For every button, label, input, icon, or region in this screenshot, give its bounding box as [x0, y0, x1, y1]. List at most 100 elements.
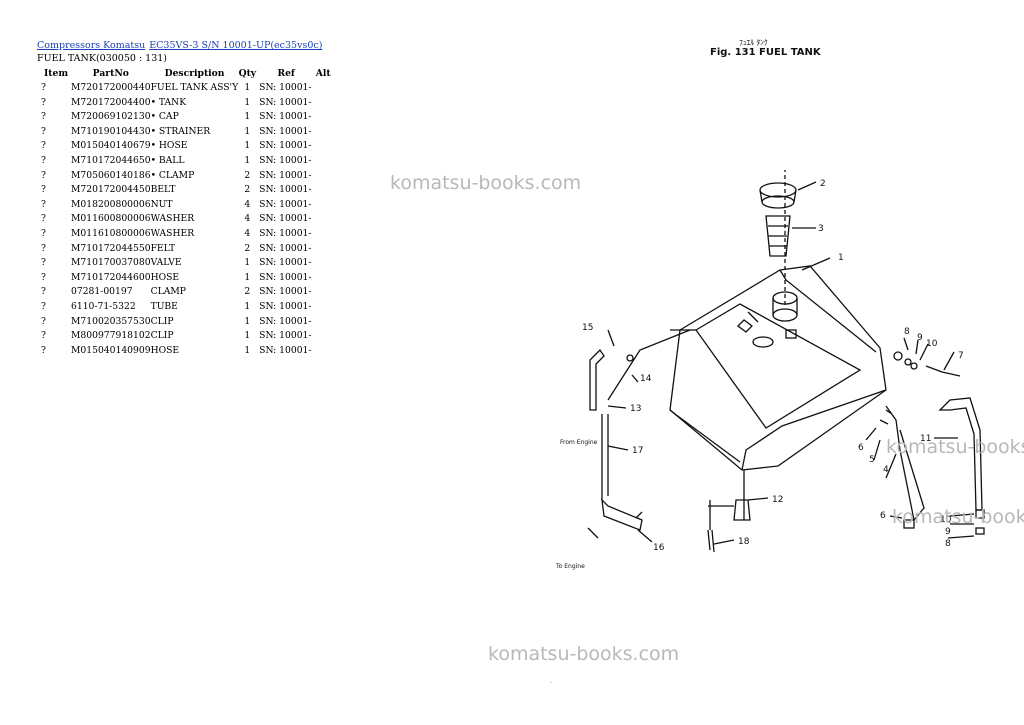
cell-desc: WASHER: [150, 213, 195, 225]
cell-qty: 2: [244, 184, 251, 196]
cell-ref: SN: 10001-: [259, 154, 312, 166]
cell-item: ?: [41, 184, 46, 196]
cell-ref: SN: 10001-: [259, 140, 312, 152]
cell-ref: SN: 10001-: [259, 213, 312, 225]
cell-alt: [313, 212, 333, 227]
cell-part: M720069102130: [71, 111, 151, 123]
cell-desc: • BALL: [150, 154, 185, 166]
cell-alt: [313, 139, 333, 154]
cell-alt: [313, 242, 333, 257]
cell-desc: WASHER: [150, 227, 195, 239]
callout-4: 4: [883, 465, 889, 475]
callout-5: 5: [869, 455, 875, 465]
cell-qty: 1: [244, 125, 251, 137]
cell-desc: CLAMP: [150, 286, 186, 298]
callout-3: 3: [818, 224, 824, 234]
cell-desc: FELT: [150, 242, 176, 254]
label-to-engine: To Engine: [555, 563, 585, 570]
drain-hose: [885, 405, 915, 521]
left-hose-16: [601, 498, 643, 531]
cell-qty: 1: [244, 271, 251, 283]
tank-inner-line: [695, 303, 862, 429]
cell-item: ?: [41, 169, 46, 181]
cell-item: ?: [41, 96, 46, 108]
callout-13: 13: [630, 404, 641, 414]
cell-alt: [313, 125, 333, 140]
cell-ref: SN: 10001-: [259, 257, 312, 269]
table-header-row: Item PartNo Description Qty Ref Alt: [37, 66, 333, 81]
tank-front-face: [669, 329, 741, 463]
callout-17: 17: [632, 446, 643, 456]
fuel-tank-drawing: ﾌｭｴﾙ ﾀﾝｸ Fig. 131 FUEL TANK From Engine …: [555, 38, 985, 570]
cell-item: ?: [41, 198, 46, 210]
cell-item: ?: [41, 140, 46, 152]
cell-part: 07281-00197: [71, 286, 133, 298]
breadcrumb-link-model[interactable]: EC35VS-3 S/N 10001-UP(ec35vs0c): [149, 40, 323, 51]
strainer: [765, 215, 791, 257]
col-header-alt: Alt: [315, 68, 331, 79]
cell-item: ?: [41, 82, 46, 93]
watermark: komatsu-books.com: [390, 172, 582, 194]
cell-qty: 1: [244, 300, 251, 312]
cell-alt: [313, 300, 333, 315]
callout-14: 14: [640, 374, 652, 384]
cell-qty: 2: [244, 242, 251, 254]
cell-alt: [313, 329, 333, 344]
cell-alt: [313, 315, 333, 330]
cell-qty: 1: [244, 315, 251, 327]
breadcrumb-link-compressors[interactable]: Compressors Komatsu: [37, 40, 146, 51]
cell-qty: 1: [244, 344, 251, 356]
col-header-description: Description: [164, 68, 225, 79]
callout-10a: 10: [926, 339, 938, 349]
callout-11: 11: [920, 434, 931, 444]
cell-part: M015040140909: [71, 344, 151, 356]
cell-ref: SN: 10001-: [259, 111, 312, 123]
cell-item: ?: [41, 213, 46, 225]
cell-item: ?: [41, 271, 46, 283]
cell-desc: • CLAMP: [150, 169, 195, 181]
left-hose-upper: [589, 348, 605, 411]
col-header-qty: Qty: [238, 68, 257, 79]
cell-item: ?: [41, 344, 46, 356]
cell-ref: SN: 10001-: [259, 271, 312, 283]
cell-alt: [313, 96, 333, 111]
cell-alt: [313, 169, 333, 184]
cell-item: ?: [41, 330, 46, 342]
hose-to-tank: [607, 329, 691, 401]
cell-qty: 2: [244, 169, 251, 181]
cell-part: M710172044550: [71, 242, 151, 254]
exploded-diagram: ﾌｭｴﾙ ﾀﾝｸ Fig. 131 FUEL TANK From Engine …: [530, 30, 1024, 580]
cell-alt: [313, 227, 333, 242]
col-header-item: Item: [43, 68, 69, 79]
cell-ref: SN: 10001-: [259, 184, 312, 196]
col-header-partno: PartNo: [92, 68, 129, 79]
cell-alt: [313, 285, 333, 300]
cell-qty: 1: [244, 111, 251, 123]
watermark: komatsu-books.com: [892, 506, 1024, 528]
callout-2: 2: [820, 179, 826, 189]
callout-18: 18: [738, 537, 750, 547]
cell-alt: [313, 183, 333, 198]
cell-item: ?: [41, 257, 46, 269]
cap: [759, 182, 797, 198]
cell-alt: [313, 198, 333, 213]
callout-15: 15: [582, 323, 593, 333]
cell-part: M705060140186: [71, 169, 151, 181]
cell-part: M720172000440: [71, 82, 151, 93]
cell-desc: • STRAINER: [150, 125, 211, 137]
cell-alt: [313, 154, 333, 169]
cell-part: M710172044650: [71, 154, 151, 166]
cell-desc: • CAP: [150, 111, 179, 123]
callout-8b: 8: [945, 539, 951, 549]
cell-part: M011610800006: [71, 227, 151, 239]
